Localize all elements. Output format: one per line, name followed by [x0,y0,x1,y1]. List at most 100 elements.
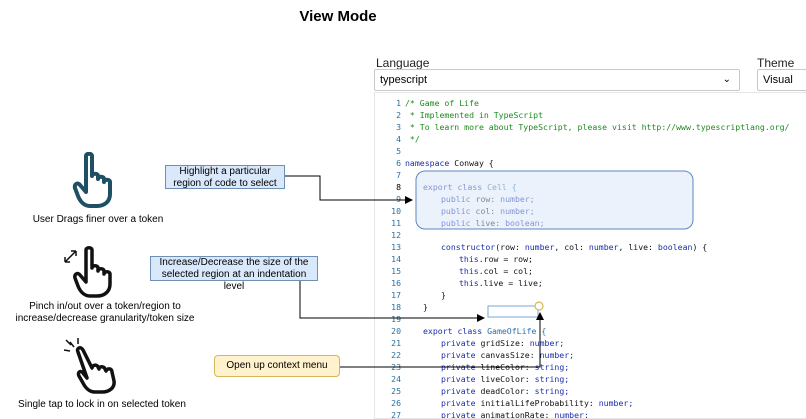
code-line[interactable]: 27 private animationRate: number; [375,409,806,419]
pinch-hand-icon [64,246,112,298]
code-text: } [441,289,446,301]
code-line[interactable]: 12 [375,229,806,241]
code-token: .row = row; [478,254,533,264]
code-line[interactable]: 7 [375,169,806,181]
line-number: 19 [391,314,401,324]
code-line[interactable]: 17} [375,289,806,301]
line-number: 3 [396,122,401,132]
chevron-down-icon: ⌄ [722,74,731,85]
code-text: private animationRate: number; [441,409,589,419]
code-text: */ [405,133,420,145]
code-token: * To learn more about TypeScript, please… [405,122,790,132]
code-token: .col = col; [478,266,533,276]
line-number: 24 [391,374,401,384]
code-token: */ [405,134,420,144]
resize-annotation: Increase/Decrease the size of the select… [150,256,318,292]
code-text: constructor(row: number, col: number, li… [441,241,707,253]
theme-select[interactable]: Visual Stud [757,69,806,106]
highlight-arrow [285,175,413,204]
code-token: liveColor: [480,374,535,384]
code-token: number; [539,350,575,360]
code-token: number; [554,410,589,419]
code-token: , col: [554,242,589,252]
code-token: this [459,254,479,264]
line-number: 17 [391,290,401,300]
code-token: private [441,350,481,360]
highlight-annotation: Highlight a particular region of code to… [165,165,285,189]
code-text: this.row = row; [459,253,533,265]
language-label: Language [376,56,430,70]
code-line[interactable]: 21 private gridSize: number; [375,337,806,349]
code-token: boolean [657,242,693,252]
code-line[interactable]: 24 private liveColor: string; [375,373,806,385]
code-text: /* Game of Life [405,97,479,109]
context-menu-annotation: Open up context menu [214,355,340,377]
code-line[interactable]: 2 * Implemented in TypeScript [375,109,806,121]
code-line[interactable]: 14 this.row = row; [375,253,806,265]
code-token: Conway { [454,158,494,168]
code-token: private [441,410,481,419]
code-token: number [588,242,619,252]
code-line[interactable]: 18} [375,301,806,313]
line-number: 25 [391,386,401,396]
code-token: this [459,266,479,276]
tap-caption: Single tap to lock in on selected token [18,399,186,410]
line-number: 27 [391,410,401,419]
line-number: 16 [391,278,401,288]
code-line[interactable]: 1 /* Game of Life [375,97,806,109]
code-text: this.col = col; [459,265,533,277]
code-token: constructor [441,242,496,252]
line-number: 21 [391,338,401,348]
code-token: string; [534,386,570,396]
line-number: 9 [396,194,401,204]
page-title: View Mode [299,8,377,25]
resize-arrow [299,280,485,322]
line-number: 14 [391,254,401,264]
code-line[interactable]: 5 [375,145,806,157]
code-token: number; [529,338,565,348]
code-token: this [459,278,479,288]
language-select[interactable]: typescript ⌄ [374,69,740,91]
tap-hand-icon [63,338,116,394]
token-anchor-dot [534,301,544,311]
code-token: } [423,302,428,312]
code-text: private gridSize: number; [441,337,564,349]
code-token: canvasSize: [480,350,540,360]
code-token: initialLifeProbability: [480,398,599,408]
line-number: 6 [396,158,401,168]
line-number: 5 [396,146,401,156]
code-text: namespace Conway { [405,157,494,169]
code-token: animationRate: [480,410,555,419]
line-number: 11 [391,218,401,228]
code-line[interactable]: 3 * To learn more about TypeScript, plea… [375,121,806,133]
code-text: export class GameOfLife { [423,325,546,337]
context-menu-arrow [340,312,544,368]
code-text: private canvasSize: number; [441,349,574,361]
code-token: (row: [495,242,525,252]
line-number: 7 [396,170,401,180]
code-token: private [441,338,481,348]
theme-label: Theme [757,56,795,70]
line-number: 18 [391,302,401,312]
code-line[interactable]: 4 */ [375,133,806,145]
line-number: 1 [396,98,401,108]
code-token: * Implemented in TypeScript [405,110,544,120]
code-token: string; [534,374,570,384]
code-token: private [441,398,481,408]
code-text: private liveColor: string; [441,373,569,385]
code-token: } [441,290,446,300]
line-number: 2 [396,110,401,120]
code-line[interactable]: 19 [375,313,806,325]
code-line[interactable]: 6 namespace Conway { [375,157,806,169]
line-number: 10 [391,206,401,216]
drag-hand-icon [72,152,112,208]
